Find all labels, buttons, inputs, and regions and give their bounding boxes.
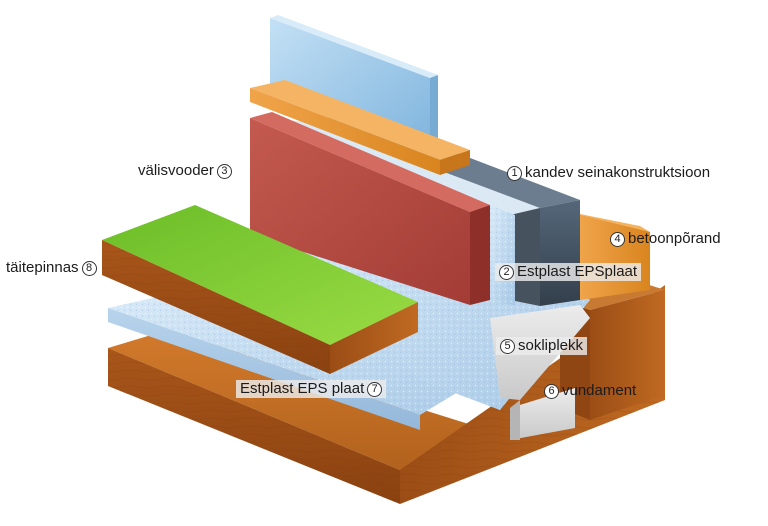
label-6: 6 vundament <box>544 382 636 400</box>
label-6-number: 6 <box>544 383 559 399</box>
label-3: välisvooder 3 <box>138 162 232 180</box>
label-2-number: 2 <box>499 264 514 280</box>
label-3-text: välisvooder <box>138 162 214 179</box>
red-cladding <box>250 112 490 305</box>
label-7-text: Estplast EPS plaat <box>240 380 365 397</box>
label-1-number: 1 <box>507 165 522 181</box>
label-3-number: 3 <box>216 163 232 179</box>
label-7-number: 7 <box>367 381 383 397</box>
label-8: täitepinnas 8 <box>6 259 97 277</box>
label-5-text: sokliplekk <box>518 337 584 354</box>
label-4: 4 betoonpõrand <box>610 230 721 248</box>
backfill-slab <box>102 205 418 374</box>
glass-panel <box>270 15 438 145</box>
label-8-text: täitepinnas <box>6 259 79 276</box>
top-board <box>250 80 470 175</box>
label-6-text: vundament <box>562 382 637 399</box>
label-5-number: 5 <box>500 338 515 354</box>
label-1-text: kandev seinakonstruktsioon <box>525 164 711 181</box>
label-2-text: Estplast EPSplaat <box>517 263 638 280</box>
label-7: Estplast EPS plaat 7 <box>236 380 387 398</box>
label-4-number: 4 <box>610 231 625 247</box>
label-4-text: betoonpõrand <box>628 230 721 247</box>
label-8-number: 8 <box>81 260 97 276</box>
label-5: 5 sokliplekk <box>496 337 588 355</box>
label-1: 1 kandev seinakonstruktsioon <box>507 164 710 182</box>
label-2: 2 Estplast EPSplaat <box>495 263 642 281</box>
